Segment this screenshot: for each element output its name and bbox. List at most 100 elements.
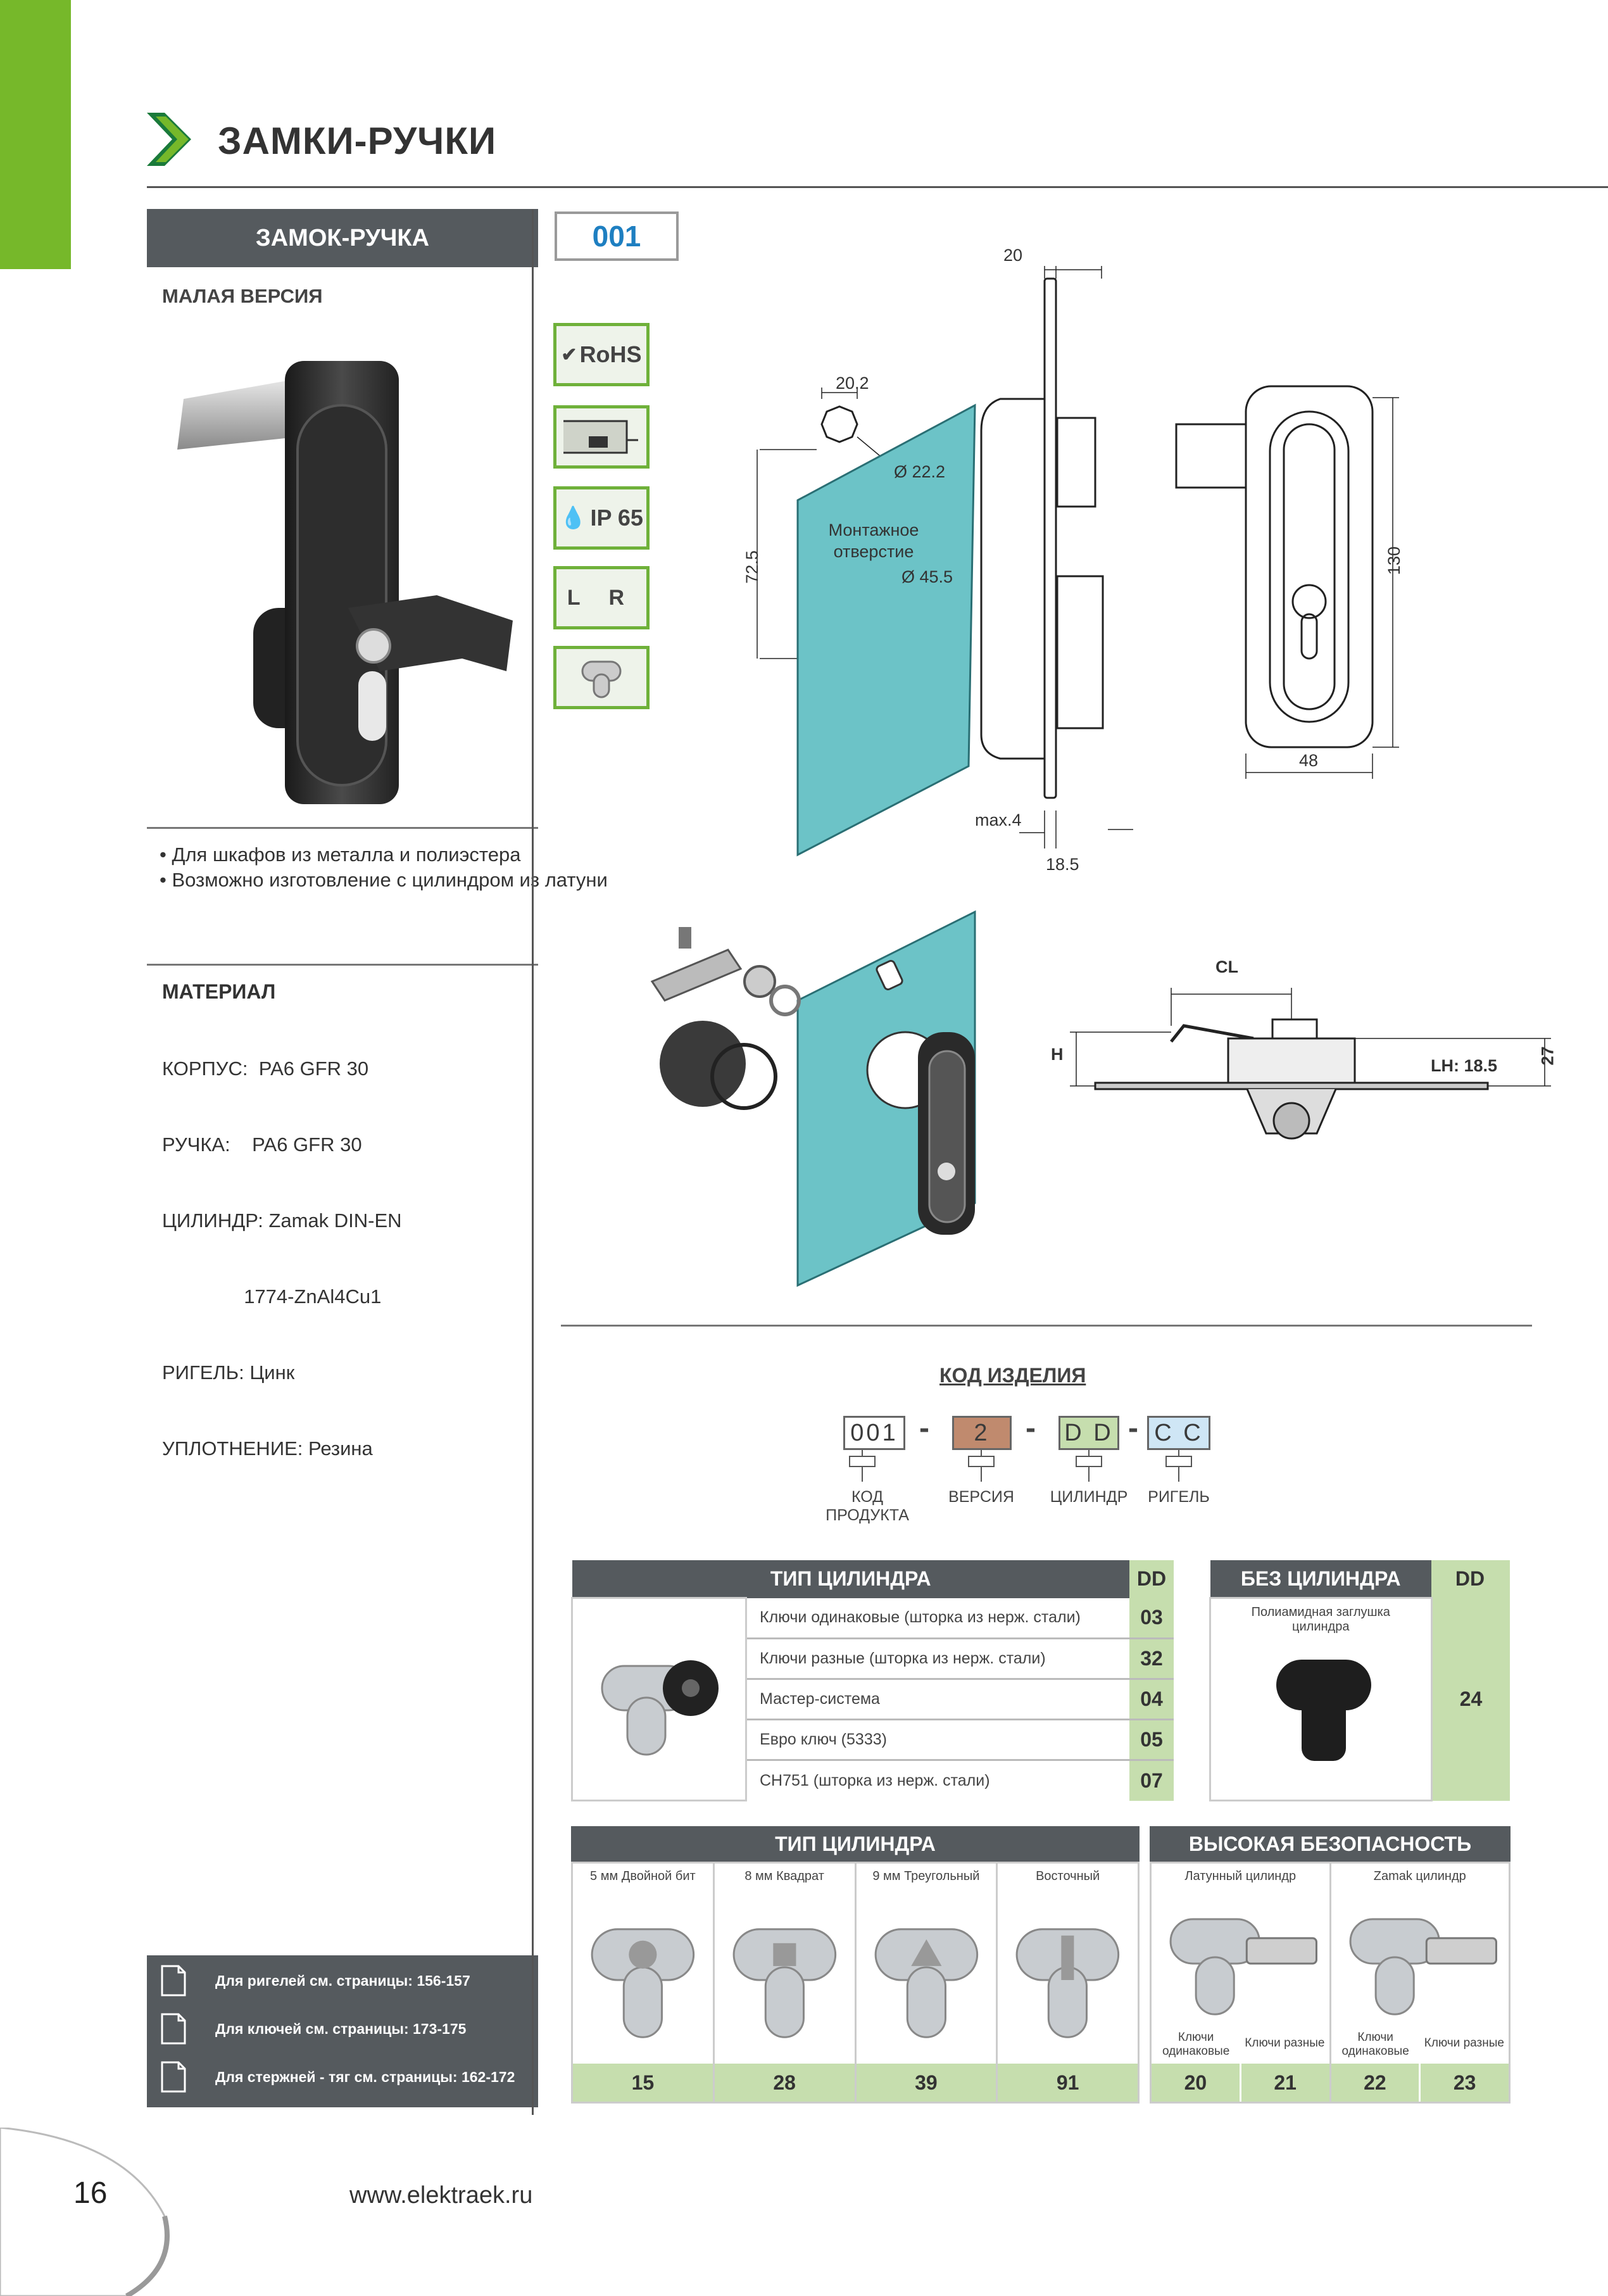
cylinder-type-table: ТИП ЦИЛИНДРА DD Ключи одинаковые (шторка… — [571, 1560, 1174, 1801]
dim-label: 18.5 — [1046, 855, 1079, 874]
cylinder-type-title: ТИП ЦИЛИНДРА — [572, 1560, 1129, 1598]
page-number: 16 — [73, 2176, 108, 2210]
dim-label: 27 — [1538, 1046, 1557, 1066]
reference-text: Для ригелей см. страницы: 156-157 — [215, 1972, 470, 1989]
document-icon — [161, 1965, 186, 1996]
cylinder-code: 91 — [998, 2064, 1138, 2102]
cylinder-type-item: 5 мм Двойной бит 15 — [573, 1864, 715, 2102]
material-title: МАТЕРИАЛ — [162, 980, 276, 1003]
cylinder-type-grid: 5 мм Двойной бит 15 8 мм Квадрат 28 9 мм… — [571, 1862, 1140, 2104]
material-line: РИГЕЛЬ: Цинк — [162, 1361, 295, 1384]
technical-drawing — [757, 266, 1399, 857]
green-page-tab — [0, 0, 71, 269]
rohs-label: RoHS — [579, 341, 642, 367]
feature-bullet: • Возможно изготовление с цилиндром из л… — [160, 869, 608, 891]
dd-header: DD — [1431, 1560, 1510, 1598]
cylinder-icon — [553, 646, 650, 709]
high-security-code: 20 — [1152, 2064, 1241, 2102]
oriental-cylinder-photo — [1015, 1928, 1120, 2038]
column-divider — [532, 209, 534, 2115]
reference-row[interactable]: Для ригелей см. страницы: 156-157 — [160, 1962, 470, 2000]
reference-row[interactable]: Для стержней - тяг см. страницы: 162-172 — [160, 2058, 515, 2096]
reference-row[interactable]: Для ключей см. страницы: 173-175 — [160, 2010, 466, 2048]
cylinder-code: 05 — [1129, 1719, 1174, 1761]
key-type-label: Ключи разные — [1424, 2036, 1504, 2050]
material-list: КОРПУС: PA6 GFR 30 РУЧКА: PA6 GFR 30 ЦИЛ… — [162, 1006, 402, 1487]
high-security-group: Zamak цилиндр Ключи одинаковые Ключи раз… — [1331, 1864, 1509, 2102]
key-type-label: Ключи одинаковые — [1341, 2031, 1409, 2058]
high-security-group-label: Латунный цилиндр — [1184, 1869, 1297, 1883]
website-link[interactable]: www.elektraek.ru — [349, 2182, 533, 2209]
cylinder-type-label: 8 мм Квадрат — [744, 1869, 824, 1883]
no-cylinder-caption: Полиамидная заглушка цилиндра — [1251, 1605, 1390, 1634]
ip65-icon: 💧IP 65 — [553, 486, 650, 550]
page-corner-curl — [0, 2128, 170, 2296]
document-icon — [161, 2061, 186, 2093]
cylinder-code: 32 — [1129, 1638, 1174, 1680]
product-code-badge: 001 — [555, 211, 679, 261]
title-divider — [147, 186, 1608, 188]
material-line: ЦИЛИНДР: Zamak DIN-EN — [162, 1209, 402, 1232]
left-divider-1 — [147, 827, 538, 829]
panel-mount-icon — [553, 405, 650, 469]
product-header: ЗАМОК-РУЧКА — [147, 209, 538, 267]
left-right-icon: L R — [553, 566, 650, 629]
page-references: Для ригелей см. страницы: 156-157 Для кл… — [147, 1955, 538, 2107]
brass-cylinder-photo — [1169, 1918, 1317, 2015]
document-icon — [161, 2013, 186, 2045]
dim-label: LH: 18.5 — [1431, 1056, 1498, 1075]
page-title: ЗАМКИ-РУЧКИ — [218, 120, 497, 162]
dim-label: 130 — [1385, 546, 1404, 576]
high-security-code: 22 — [1331, 2064, 1421, 2102]
cylinder-type-item: 9 мм Треугольный 39 — [856, 1864, 998, 2102]
no-cylinder-cell: Полиамидная заглушка цилиндра — [1209, 1597, 1433, 1801]
square-cylinder-photo — [732, 1928, 836, 2038]
code-part-cylinder: D D — [1058, 1416, 1119, 1450]
code-part-version: 2 — [952, 1416, 1012, 1450]
no-cylinder-code: 24 — [1431, 1598, 1510, 1801]
no-cylinder-table: БЕЗ ЦИЛИНДРА DD Полиамидная заглушка цил… — [1209, 1560, 1511, 1801]
high-security-group: Латунный цилиндр Ключи одинаковые Ключи … — [1152, 1864, 1331, 2102]
cylinder-code: 15 — [573, 2064, 713, 2102]
high-security-code: 21 — [1241, 2064, 1329, 2102]
cylinder-code: 07 — [1129, 1760, 1174, 1801]
code-label-bolt: РИГЕЛЬ — [1148, 1488, 1210, 1506]
chevron-right-icon — [147, 113, 191, 166]
high-security-grid: Латунный цилиндр Ключи одинаковые Ключи … — [1150, 1862, 1511, 2104]
dim-label: 20.2 — [836, 374, 869, 393]
material-line: РУЧКА: PA6 GFR 30 — [162, 1133, 362, 1156]
triangle-cylinder-photo — [874, 1928, 978, 2038]
dim-label: CL — [1215, 957, 1238, 976]
product-code-title: КОД ИЗДЕЛИЯ — [939, 1364, 1086, 1387]
dim-label: Ø 22.2 — [894, 462, 946, 481]
cylinder-type-label: Восточный — [1036, 1869, 1100, 1883]
cylinder-type-row: Ключи разные (шторка из нерж. стали) — [746, 1638, 1129, 1680]
reference-text: Для стержней - тяг см. страницы: 162-172 — [215, 2068, 515, 2085]
cylinder-type-item: 8 мм Квадрат 28 — [714, 1864, 857, 2102]
code-dash: - — [1026, 1411, 1036, 1445]
dim-label: Ø 45.5 — [901, 567, 953, 586]
dim-label: 48 — [1299, 751, 1319, 770]
ip65-label: IP 65 — [590, 505, 643, 531]
cylinder-photo — [571, 1597, 747, 1801]
code-part-bolt: C C — [1147, 1416, 1210, 1450]
cylinder-type-row: CH751 (шторка из нерж. стали) — [760, 1771, 990, 1789]
dim-label: 72.5 — [742, 550, 762, 584]
cross-section-drawing — [1070, 988, 1551, 1140]
code-section-divider — [561, 1325, 1532, 1327]
code-dash: - — [919, 1411, 929, 1445]
cylinder-type-row: Ключи одинаковые (шторка из нерж. стали) — [746, 1598, 1129, 1639]
code-label-product: КОД ПРОДУКТА — [826, 1488, 909, 1524]
no-cylinder-title: БЕЗ ЦИЛИНДРА — [1210, 1560, 1431, 1598]
dd-header: DD — [1129, 1560, 1174, 1598]
dim-label: H — [1051, 1045, 1064, 1064]
cylinder-type-item: Восточный 91 — [998, 1864, 1138, 2102]
cylinder-type-label: 9 мм Треугольный — [872, 1869, 980, 1883]
polyamide-plug-photo — [1276, 1660, 1372, 1761]
left-divider-2 — [147, 964, 538, 966]
dim-label: 20 — [1003, 246, 1023, 265]
feature-bullet: • Для шкафов из металла и полиэстера — [160, 843, 521, 866]
feature-bullets: • Для шкафов из металла и полиэстера • В… — [160, 842, 608, 893]
code-label-cylinder: ЦИЛИНДР — [1050, 1488, 1128, 1506]
material-line: УПЛОТНЕНИЕ: Резина — [162, 1437, 373, 1460]
